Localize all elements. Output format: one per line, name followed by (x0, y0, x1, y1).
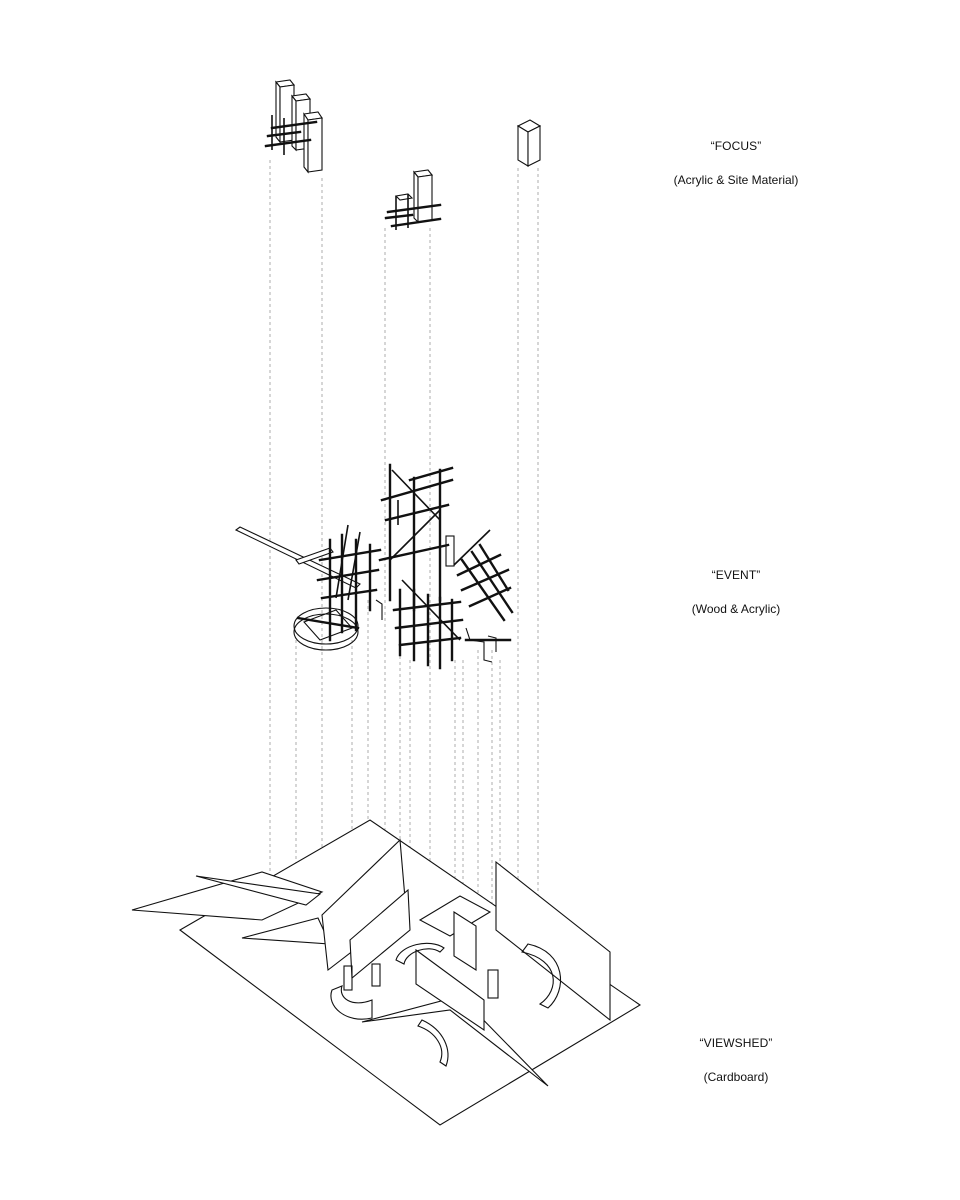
viewshed-curve-front (417, 1019, 449, 1067)
event-lattice-right (453, 529, 514, 622)
viewshed-title: “VIEWSHED” (699, 1036, 773, 1050)
focus-layer-label: “FOCUS” (Acrylic & Site Material) (626, 139, 846, 187)
event-layer-label: “EVENT” (Wood & Acrylic) (626, 568, 846, 616)
event-material: (Wood & Acrylic) (691, 602, 781, 616)
focus-layer (264, 79, 542, 230)
viewshed-curve-left (330, 985, 373, 1020)
event-cluster-center (392, 535, 464, 670)
viewshed-wall-right (495, 860, 611, 1022)
event-layer (234, 463, 514, 670)
viewshed-wall-diag (415, 948, 485, 1032)
focus-material: (Acrylic & Site Material) (673, 173, 799, 187)
viewshed-layer-label: “VIEWSHED” (Cardboard) (626, 1036, 846, 1084)
event-acrylic-tabs (375, 599, 512, 663)
viewshed-wall-center (349, 888, 411, 980)
event-tower (378, 463, 454, 612)
viewshed-curve-mid (395, 942, 445, 965)
viewshed-blade-front (361, 995, 549, 1087)
viewshed-material: (Cardboard) (703, 1070, 769, 1084)
event-plank-2 (295, 547, 334, 565)
focus-title: “FOCUS” (710, 139, 762, 153)
viewshed-curve-right (521, 943, 561, 1009)
event-ring (293, 607, 360, 651)
viewshed-blade-left-2 (195, 875, 322, 906)
viewshed-blade-left (131, 871, 324, 921)
focus-prism-cluster-left (264, 79, 323, 174)
viewshed-panel-small (453, 910, 477, 972)
viewshed-layer (131, 819, 642, 1126)
focus-prism-cluster-center (384, 169, 442, 230)
focus-prism-single (516, 119, 542, 167)
event-title: “EVENT” (711, 568, 761, 582)
